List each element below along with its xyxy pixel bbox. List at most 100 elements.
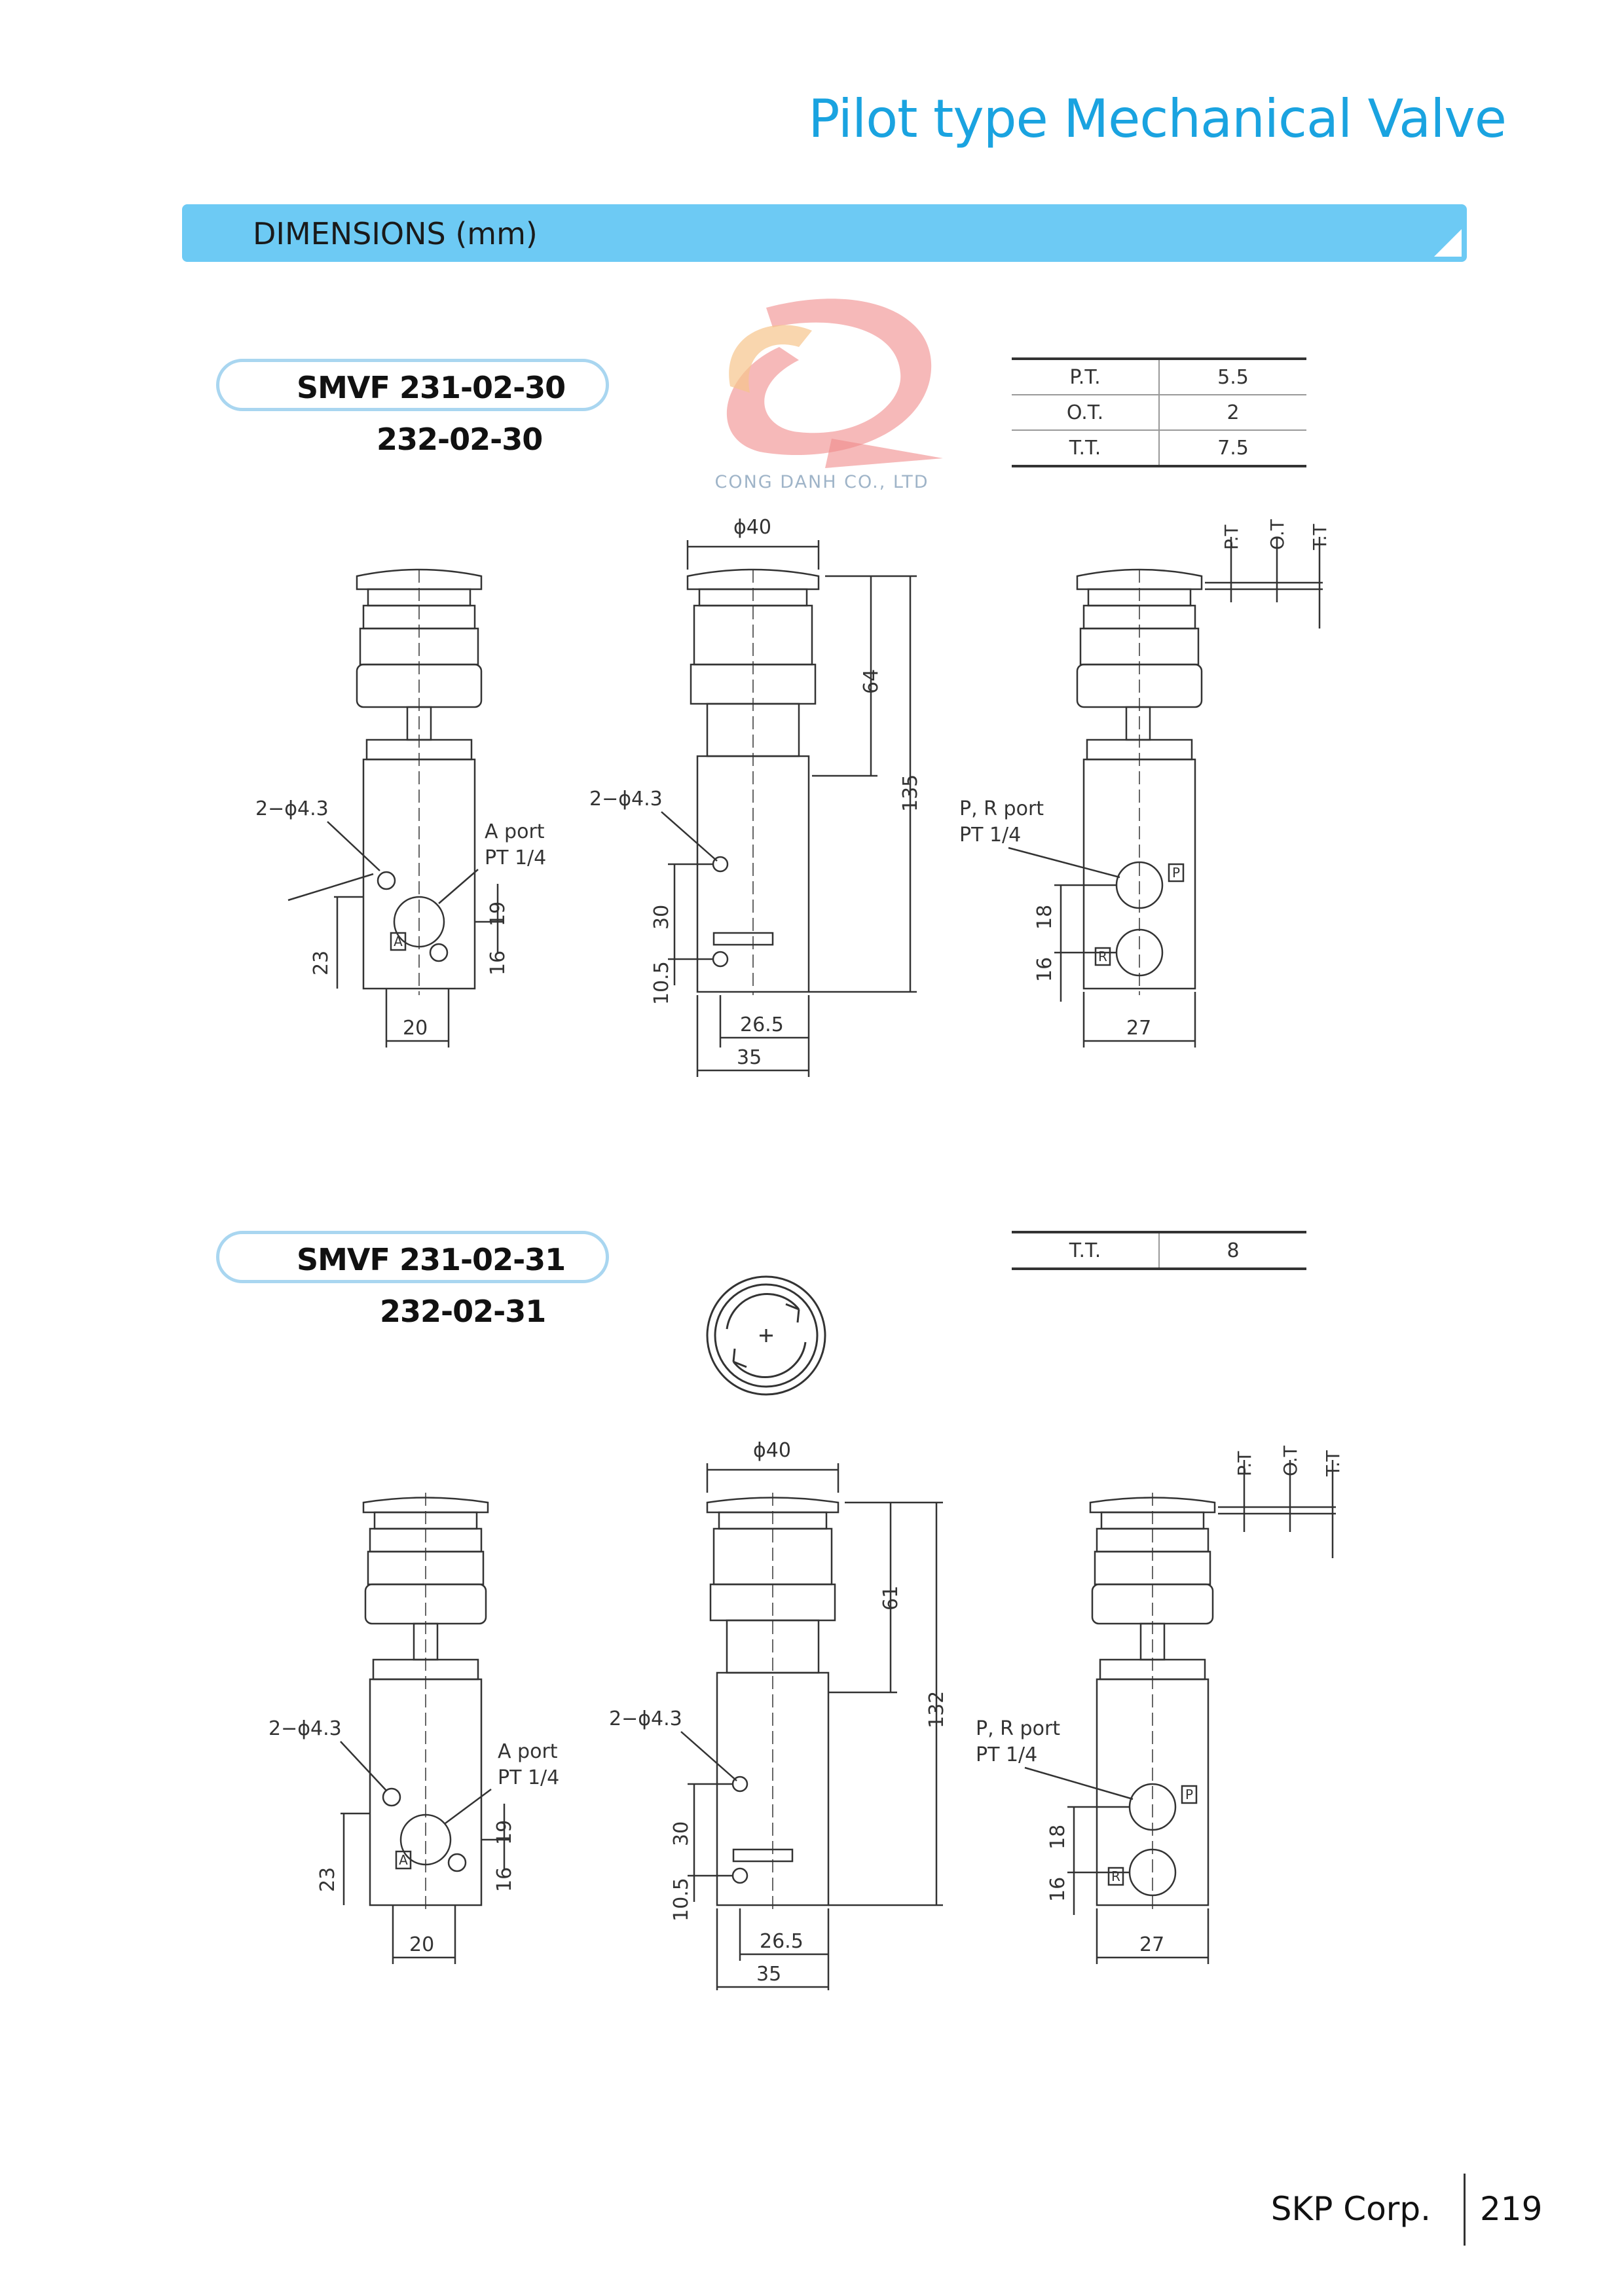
model-2-side-view: A 2−ϕ4.3 A port PT 1/4 19 16 23 20 bbox=[268, 1493, 559, 1964]
dim-18: 18 bbox=[1046, 1825, 1069, 1850]
page-title: Pilot type Mechanical Valve bbox=[808, 88, 1507, 149]
dim-16: 16 bbox=[493, 1867, 516, 1892]
mushroom-button-icon bbox=[356, 568, 483, 591]
mushroom-button-icon bbox=[1076, 568, 1203, 591]
port-letter: R bbox=[1098, 949, 1107, 964]
port-letter: A bbox=[399, 1852, 408, 1868]
section-title: DIMENSIONS (mm) bbox=[253, 216, 538, 251]
model-1-rear-view: P R P, R port PT 1/4 18 16 27 P.T O.T T.… bbox=[959, 519, 1331, 1048]
port-letter: R bbox=[1111, 1868, 1120, 1884]
dim-61: 61 bbox=[879, 1586, 902, 1611]
dim-hole: 2−ϕ4.3 bbox=[589, 788, 663, 811]
mount-hole-icon bbox=[377, 871, 396, 890]
dim-tt: T.T bbox=[1309, 523, 1331, 551]
dim-10-5: 10.5 bbox=[670, 1878, 693, 1922]
spec-value: 7.5 bbox=[1159, 430, 1306, 467]
leader-line bbox=[438, 869, 479, 904]
dim-20: 20 bbox=[409, 1933, 434, 1956]
mount-hole-icon bbox=[447, 1853, 467, 1872]
rotate-to-release-icon bbox=[706, 1275, 826, 1396]
mount-hole-icon bbox=[382, 1787, 401, 1807]
model-2-drawing: A 2−ϕ4.3 A port PT 1/4 19 16 23 20 ϕ40 bbox=[268, 1439, 1344, 1990]
port-label-box bbox=[1168, 863, 1185, 883]
port-label-box bbox=[1181, 1785, 1198, 1804]
dim-27: 27 bbox=[1139, 1933, 1164, 1956]
spec-value: 2 bbox=[1159, 395, 1306, 431]
model-2-variant: 232-02-31 bbox=[380, 1294, 546, 1329]
dim-a-port-thread: PT 1/4 bbox=[485, 847, 546, 869]
mushroom-button-icon bbox=[1089, 1497, 1216, 1514]
dim-tt: T.T bbox=[1322, 1449, 1344, 1477]
mount-hole-icon bbox=[712, 951, 729, 968]
dim-23: 23 bbox=[316, 1867, 339, 1892]
dim-a-port: A port bbox=[498, 1740, 558, 1763]
model-1-spec-table: P.T.5.5 O.T.2 T.T.7.5 bbox=[1012, 357, 1306, 467]
dim-135: 135 bbox=[899, 774, 922, 812]
model-1-drawing: A 2−ϕ4.3 A port PT 1/4 19 16 23 20 ϕ40 bbox=[255, 516, 1331, 1077]
leader-line bbox=[1024, 1766, 1134, 1800]
dim-pr-thread: PT 1/4 bbox=[976, 1743, 1037, 1766]
leader-line bbox=[287, 873, 374, 902]
spec-value: 5.5 bbox=[1159, 357, 1306, 395]
port-letter: P bbox=[1185, 1787, 1193, 1802]
mushroom-button-icon bbox=[706, 1497, 840, 1514]
dim-26-5: 26.5 bbox=[760, 1930, 803, 1953]
dim-a-port: A port bbox=[485, 820, 545, 843]
dim-20: 20 bbox=[403, 1017, 428, 1040]
dim-16b: 16 bbox=[1046, 1877, 1069, 1902]
dim-ot: O.T bbox=[1266, 519, 1288, 550]
dim-132: 132 bbox=[925, 1691, 948, 1728]
a-port-icon bbox=[393, 896, 445, 948]
mount-hole-icon bbox=[731, 1867, 748, 1884]
port-letter: P bbox=[1172, 865, 1180, 881]
dim-pr-thread: PT 1/4 bbox=[959, 824, 1021, 847]
dim-35: 35 bbox=[756, 1963, 781, 1986]
stem bbox=[1125, 706, 1151, 741]
dim-pt: P.T bbox=[1221, 524, 1242, 550]
model-1-front-view: ϕ40 64 135 2−ϕ4.3 30 10.5 26.5 35 bbox=[589, 516, 922, 1077]
mount-hole-icon bbox=[429, 943, 449, 962]
spec-row: P.T.5.5 bbox=[1012, 357, 1306, 395]
dim-35: 35 bbox=[737, 1046, 762, 1069]
dim-hole: 2−ϕ4.3 bbox=[609, 1707, 682, 1730]
dim-16: 16 bbox=[487, 951, 509, 975]
model-1-variant: 232-02-30 bbox=[377, 422, 543, 457]
dim-19: 19 bbox=[493, 1820, 516, 1845]
leader-line bbox=[680, 1731, 737, 1781]
model-1-pill: SMVF 231-02-30 bbox=[216, 359, 609, 411]
logo-tail-icon bbox=[825, 439, 943, 468]
mushroom-button-icon bbox=[362, 1497, 489, 1514]
dim-26-5: 26.5 bbox=[740, 1013, 784, 1036]
model-2-name: SMVF 231-02-31 bbox=[297, 1242, 566, 1277]
dim-hole: 2−ϕ4.3 bbox=[268, 1717, 342, 1740]
dim-23: 23 bbox=[310, 951, 333, 975]
slot bbox=[732, 1848, 794, 1863]
port-label-box bbox=[1094, 947, 1111, 966]
dim-16b: 16 bbox=[1033, 957, 1056, 982]
dim-27: 27 bbox=[1126, 1017, 1151, 1040]
footer-company: SKP Corp. bbox=[1270, 2190, 1431, 2228]
model-2-spec-table: T.T.8 bbox=[1012, 1231, 1306, 1270]
footer-divider bbox=[1464, 2174, 1466, 2246]
dim-64: 64 bbox=[860, 669, 883, 694]
logo-accent-icon bbox=[729, 325, 812, 393]
dim-a-port-thread: PT 1/4 bbox=[498, 1766, 559, 1789]
port-label-box bbox=[390, 932, 407, 951]
dim-pr-port: P, R port bbox=[959, 797, 1044, 820]
spec-row: O.T.2 bbox=[1012, 395, 1306, 431]
mushroom-button-icon bbox=[686, 568, 820, 591]
leader-line bbox=[445, 1788, 492, 1825]
spec-key: T.T. bbox=[1012, 430, 1160, 467]
dim-30: 30 bbox=[650, 905, 673, 930]
leader-line bbox=[661, 811, 718, 862]
corner-fold-icon bbox=[1434, 229, 1462, 257]
model-2-front-view: ϕ40 61 132 2−ϕ4.3 30 10.5 26.5 35 bbox=[609, 1439, 948, 1990]
model-1-name: SMVF 231-02-30 bbox=[297, 370, 566, 405]
dim-30: 30 bbox=[670, 1821, 693, 1846]
leader-line bbox=[327, 821, 380, 871]
dim-19: 19 bbox=[487, 902, 509, 926]
dim-10-5: 10.5 bbox=[650, 961, 673, 1005]
slot bbox=[712, 932, 774, 946]
a-port-icon bbox=[399, 1813, 452, 1866]
dim-phi40: ϕ40 bbox=[733, 516, 771, 539]
